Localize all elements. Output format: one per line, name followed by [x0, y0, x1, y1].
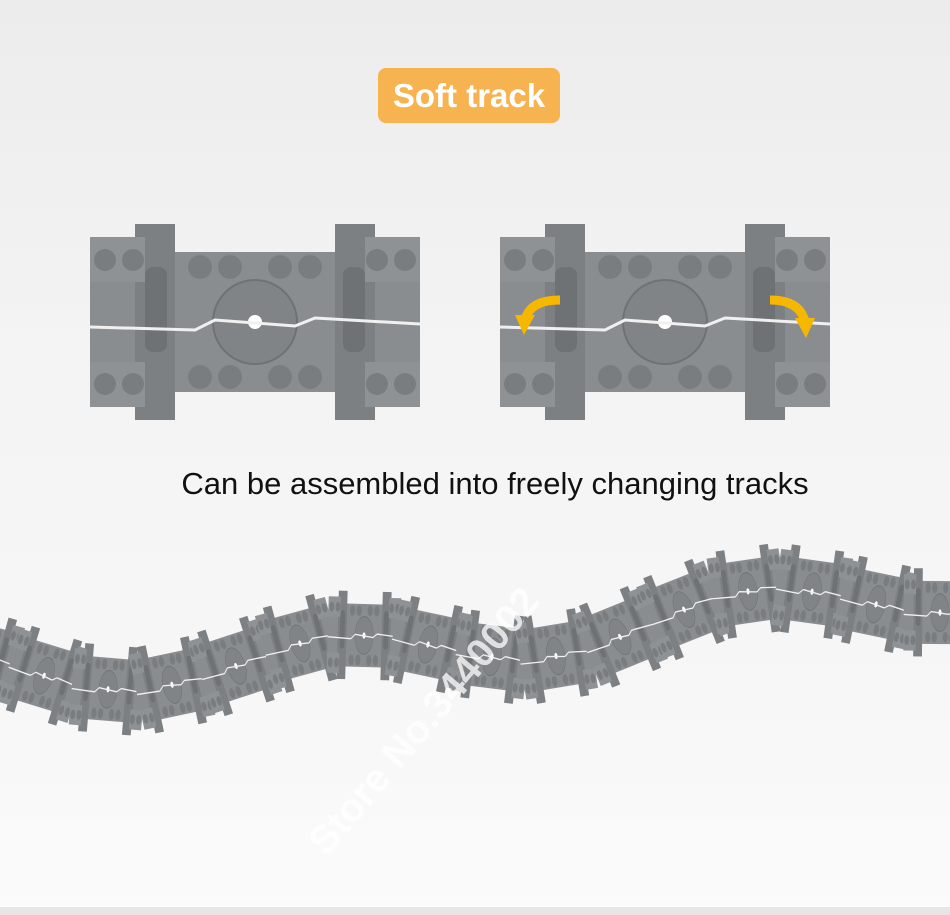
rotate-arrow-right-icon	[769, 295, 815, 338]
rotate-arrow-left-icon	[515, 295, 561, 335]
bottom-bar	[0, 907, 950, 915]
caption: Can be assembled into freely changing tr…	[181, 466, 809, 501]
track-piece-straight	[88, 222, 422, 422]
chain-track-piece	[902, 567, 950, 658]
soft-track-badge: Soft track	[378, 68, 560, 123]
track-piece-flexed	[498, 222, 832, 422]
